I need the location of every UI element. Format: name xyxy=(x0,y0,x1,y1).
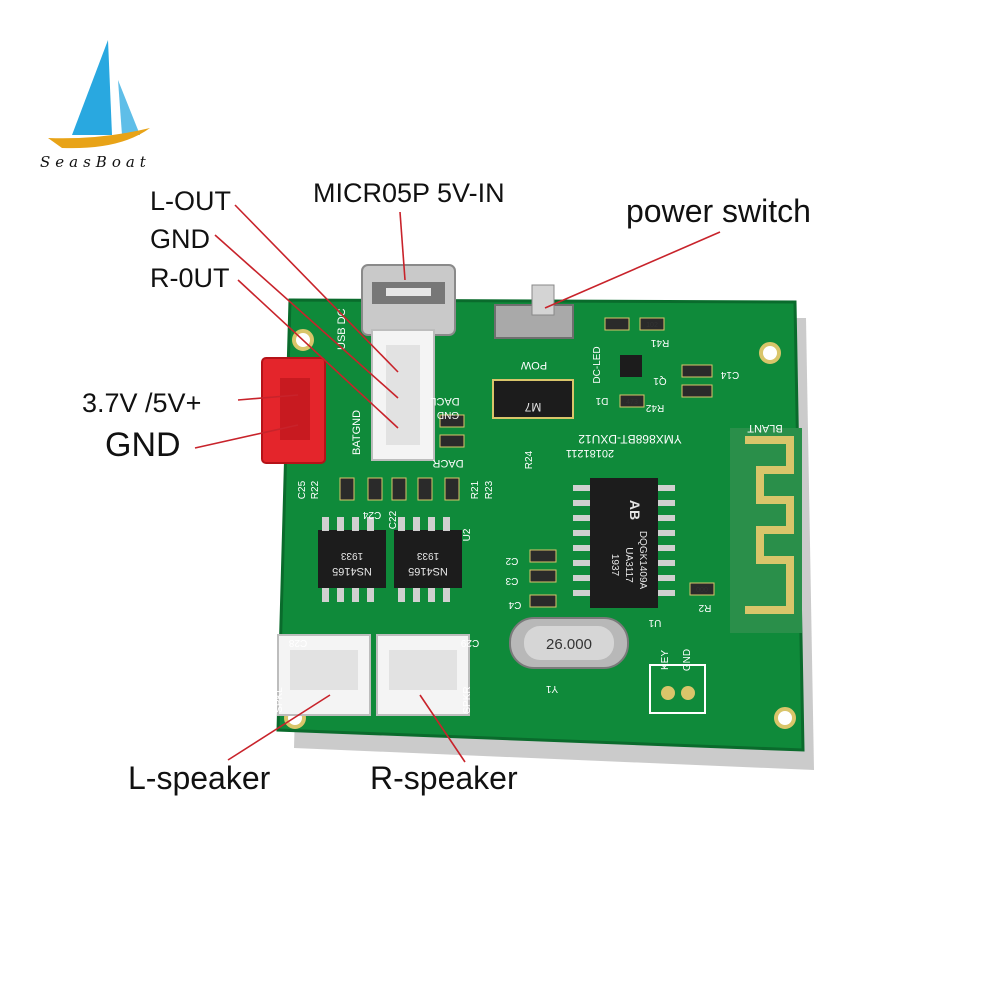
diode-label: M7 xyxy=(524,400,541,414)
silk-c22: C22 xyxy=(388,510,399,529)
bluetooth-antenna xyxy=(730,428,802,633)
silk-gnd: GND xyxy=(437,409,459,420)
sailboat-icon xyxy=(48,40,150,149)
mount-hole xyxy=(774,707,796,729)
silk-q1: Q1 xyxy=(653,375,667,386)
bt-chip-label: DQGK1409A xyxy=(637,531,648,590)
bt-chip-logo: AB xyxy=(627,500,643,520)
label-gnd-audio: GND xyxy=(150,224,210,254)
pointer-line-micro-usb xyxy=(399,211,406,281)
silk-key-gnd: GND xyxy=(682,649,693,671)
label-l-speaker: L-speaker xyxy=(128,760,271,796)
right-speaker-connector xyxy=(376,634,470,716)
silk-blant: BLANT xyxy=(747,422,783,434)
resistor-label: 000 xyxy=(696,587,708,594)
pointer-line-r-out xyxy=(237,279,399,429)
silk-c25: C25 xyxy=(297,480,308,499)
silk-c28: C28 xyxy=(288,637,307,648)
silk-c14: C14 xyxy=(720,369,739,380)
pointer-line-battery-plus xyxy=(237,394,299,401)
amp-chip-code: 1933 xyxy=(340,550,363,561)
crystal-oscillator xyxy=(509,617,629,669)
amp-chip-label: NS4165 xyxy=(408,565,448,577)
silk-c29: C29 xyxy=(460,637,479,648)
silk-c3: C3 xyxy=(505,575,518,586)
silk-dacl: DACL xyxy=(430,395,459,407)
silk-d1: D1 xyxy=(595,395,608,406)
silk-r41: R41 xyxy=(650,337,669,348)
label-power-switch: power switch xyxy=(626,193,811,229)
diode xyxy=(492,379,574,419)
silk-spkr: SPKR xyxy=(462,686,473,713)
amp-chip-label: NS4165 xyxy=(332,565,372,577)
mount-hole xyxy=(759,342,781,364)
pointer-line-r-speaker xyxy=(419,694,466,763)
pointer-line-power-switch xyxy=(544,231,721,309)
pointer-line-battery-gnd xyxy=(194,424,299,449)
battery-connector xyxy=(261,357,326,464)
audio-out-connector xyxy=(371,329,435,461)
crystal-label: 26.000 xyxy=(546,636,592,653)
silk-u1: U1 xyxy=(648,617,661,628)
silk-u2: U2 xyxy=(462,528,473,541)
resistor-label: 473 xyxy=(626,399,638,406)
power-switch[interactable] xyxy=(494,284,574,339)
silk-dacr: DACR xyxy=(432,457,463,469)
silk-dc-led: DC-LED xyxy=(592,346,603,383)
silk-c2: C2 xyxy=(505,555,518,566)
silk-key: KEY xyxy=(660,650,671,670)
label-battery-plus: 3.7V /5V+ xyxy=(82,388,202,418)
silk-spkl: SPKL xyxy=(274,687,285,713)
silk-r22: R22 xyxy=(310,480,321,499)
amplifier-chip xyxy=(318,530,462,588)
micro-usb-port xyxy=(361,264,456,336)
silk-c4: C4 xyxy=(508,599,521,610)
silk-model: YMX868BT-DXU12 xyxy=(578,432,682,446)
silk-c24: C24 xyxy=(362,509,381,520)
key-pads xyxy=(649,664,706,714)
silk-r2: R2 xyxy=(698,602,711,613)
silk-batgnd: BATGND xyxy=(351,410,363,455)
silk-r24: R24 xyxy=(524,450,535,469)
left-speaker-connector xyxy=(277,634,371,716)
label-battery-gnd: GND xyxy=(105,426,181,464)
silk-y1: Y1 xyxy=(545,683,558,694)
amp-chip-code: 1933 xyxy=(416,550,439,561)
label-micro-usb: MICR05P 5V-IN xyxy=(313,178,505,208)
pointer-line-l-out xyxy=(234,204,399,373)
bt-chip-label: 1937 xyxy=(609,554,620,577)
brand-name: SeasBoat xyxy=(40,153,151,171)
pointer-line-gnd-audio xyxy=(214,234,399,399)
label-r-speaker: R-speaker xyxy=(370,760,518,796)
silk-r23: R23 xyxy=(484,480,495,499)
silk-r21: R21 xyxy=(470,480,481,499)
label-l-out: L-OUT xyxy=(150,186,231,216)
silk-r42: R42 xyxy=(645,402,664,413)
silk-pow: POW xyxy=(520,359,547,371)
bt-chip-label: UA3117 xyxy=(623,547,634,583)
pointer-line-l-speaker xyxy=(227,694,331,761)
bluetooth-chip xyxy=(590,478,658,608)
resistor-label: 102 xyxy=(646,322,658,329)
label-r-out: R-0UT xyxy=(150,263,230,293)
silk-date: 20181211 xyxy=(566,447,614,459)
